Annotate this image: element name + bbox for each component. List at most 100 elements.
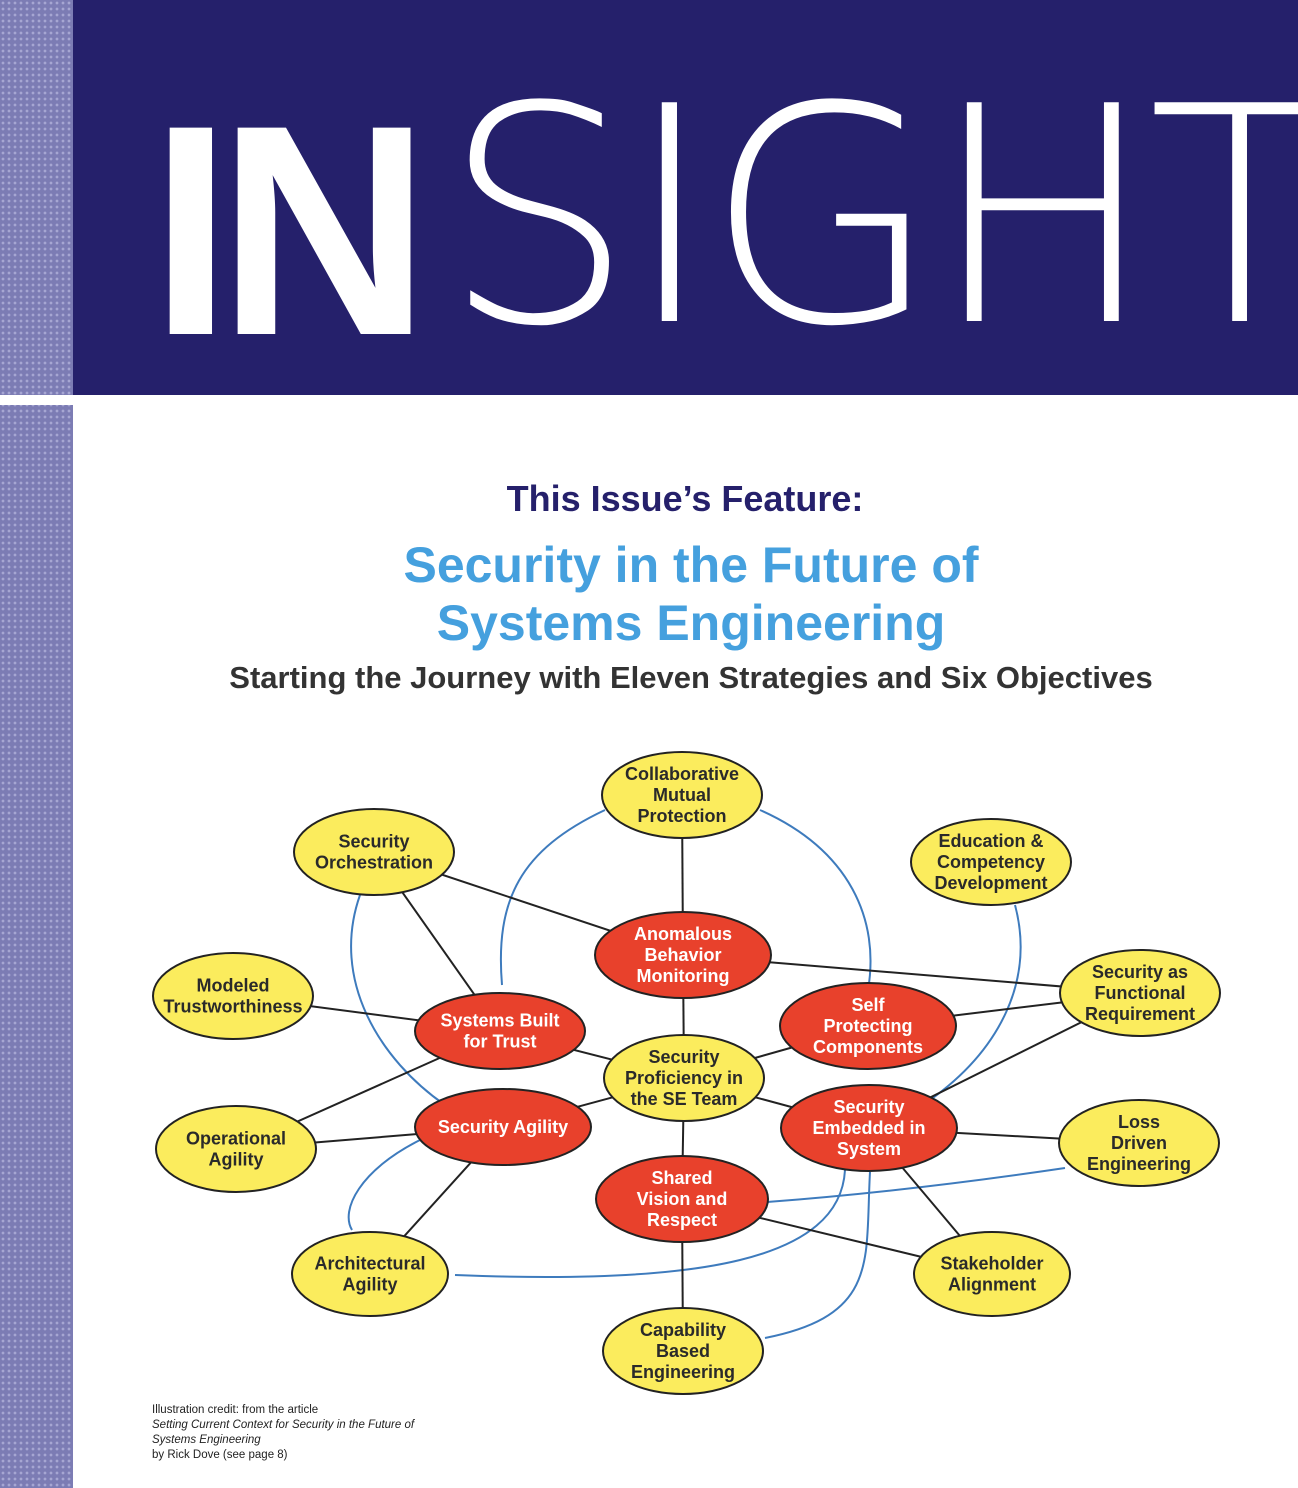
node-label-line: Monitoring [637, 966, 730, 986]
masthead-banner [73, 0, 1298, 395]
node-label-line: the SE Team [631, 1089, 738, 1109]
node-label-line: Stakeholder [940, 1254, 1043, 1274]
feature-title-line-2: Systems Engineering [436, 595, 946, 651]
node-label-line: Mutual [653, 785, 711, 805]
blue-links [347, 809, 1066, 1339]
node-label-line: System [837, 1139, 901, 1159]
feature-label: This Issue’s Feature: [506, 478, 864, 519]
blue-link-embed-cap [764, 1171, 871, 1339]
blue-link-loss-shared [766, 1167, 1066, 1203]
strategy-ellipse [602, 1307, 764, 1395]
node-label-line: Self [851, 995, 885, 1015]
node-label-line: Collaborative [625, 764, 739, 784]
credit-line-3: Systems Engineering [152, 1434, 261, 1446]
node-label-line: Vision and [637, 1189, 728, 1209]
node-label-line: Engineering [631, 1362, 735, 1382]
node-label-line: Shared [651, 1168, 712, 1188]
node-label-line: Security [338, 832, 409, 852]
objective-ellipse [414, 992, 586, 1070]
logo-bold-part: IN [150, 62, 430, 398]
blue-link-agil-arch [347, 1139, 421, 1231]
node-label-line: Security [833, 1097, 904, 1117]
objective-ellipse [780, 1084, 958, 1172]
strategy-ellipse [913, 1231, 1071, 1317]
node-agil: Security Agility [414, 1088, 592, 1166]
objective-ellipse [779, 982, 957, 1070]
blue-link-edu-embed [929, 904, 1022, 1101]
node-label-line: Engineering [1087, 1154, 1191, 1174]
node-label-line: Architectural [314, 1254, 425, 1274]
strategy-ellipse [601, 751, 763, 839]
node-label-line: Anomalous [634, 924, 732, 944]
node-label-line: Requirement [1085, 1004, 1195, 1024]
node-label-line: Security [648, 1047, 719, 1067]
feature-subtitle: Starting the Journey with Eleven Strateg… [229, 660, 1153, 695]
objective-ellipse [594, 911, 772, 999]
strategy-ellipse [603, 1034, 765, 1122]
node-label-line: Development [934, 873, 1047, 893]
credit-line-4: by Rick Dove (see page 8) [152, 1449, 288, 1461]
strategy-ellipse [1059, 949, 1221, 1037]
node-label-line: Embedded in [812, 1118, 925, 1138]
node-label-line: Capability [640, 1320, 726, 1340]
node-label-line: Education & [938, 831, 1043, 851]
node-label-line: Protecting [823, 1016, 912, 1036]
dotted-side-strip [0, 0, 73, 1488]
strategy-ellipse [910, 818, 1072, 906]
node-label-line: Functional [1095, 983, 1186, 1003]
node-label-line: Security Agility [438, 1117, 568, 1137]
node-label-line: Loss [1118, 1112, 1160, 1132]
blue-link-collab-built [499, 809, 606, 986]
illustration-credit: Illustration credit: from the article Se… [152, 1403, 414, 1463]
objective-ellipse [595, 1155, 769, 1243]
node-label-line: Systems Built [440, 1011, 559, 1031]
node-label-line: Agility [342, 1275, 397, 1295]
node-label-line: Respect [647, 1210, 717, 1230]
node-label-line: Modeled [196, 976, 269, 996]
node-label-line: Agility [208, 1150, 263, 1170]
logo-light-part: SIGHT [443, 68, 1298, 368]
feature-title: Security in the Future of Systems Engine… [0, 536, 1298, 652]
node-label-line: for Trust [463, 1032, 536, 1052]
blue-link-orch-agil [350, 894, 446, 1106]
credit-line-1: Illustration credit: from the article [152, 1404, 319, 1416]
strategy-ellipse [293, 808, 455, 896]
node-label-line: Alignment [948, 1275, 1036, 1295]
node-label-line: Orchestration [315, 853, 433, 873]
node-label-line: Security as [1092, 962, 1188, 982]
diagram-nodes: CollaborativeMutualProtectionSecurityOrc… [152, 751, 1221, 1395]
feature-title-line-1: Security in the Future of [403, 537, 979, 593]
objective-ellipse [414, 1088, 592, 1166]
strip-gap [0, 395, 73, 405]
node-label-line: Protection [637, 806, 726, 826]
strategy-ellipse [1058, 1099, 1220, 1187]
blue-link-collab-selfp [759, 809, 872, 991]
logo-light-text: SIGHT [443, 43, 1298, 392]
strategy-ellipse [152, 952, 314, 1040]
credit-line-2: Setting Current Context for Security in … [152, 1419, 415, 1431]
node-label-line: Driven [1111, 1133, 1167, 1153]
node-label-line: Components [813, 1037, 923, 1057]
node-label-line: Competency [937, 852, 1045, 872]
node-label-line: Operational [186, 1129, 286, 1149]
strategy-ellipse [155, 1105, 317, 1193]
node-label-line: Behavior [644, 945, 721, 965]
strategy-ellipse [291, 1231, 449, 1317]
blue-link-embed-arch [454, 1169, 846, 1279]
